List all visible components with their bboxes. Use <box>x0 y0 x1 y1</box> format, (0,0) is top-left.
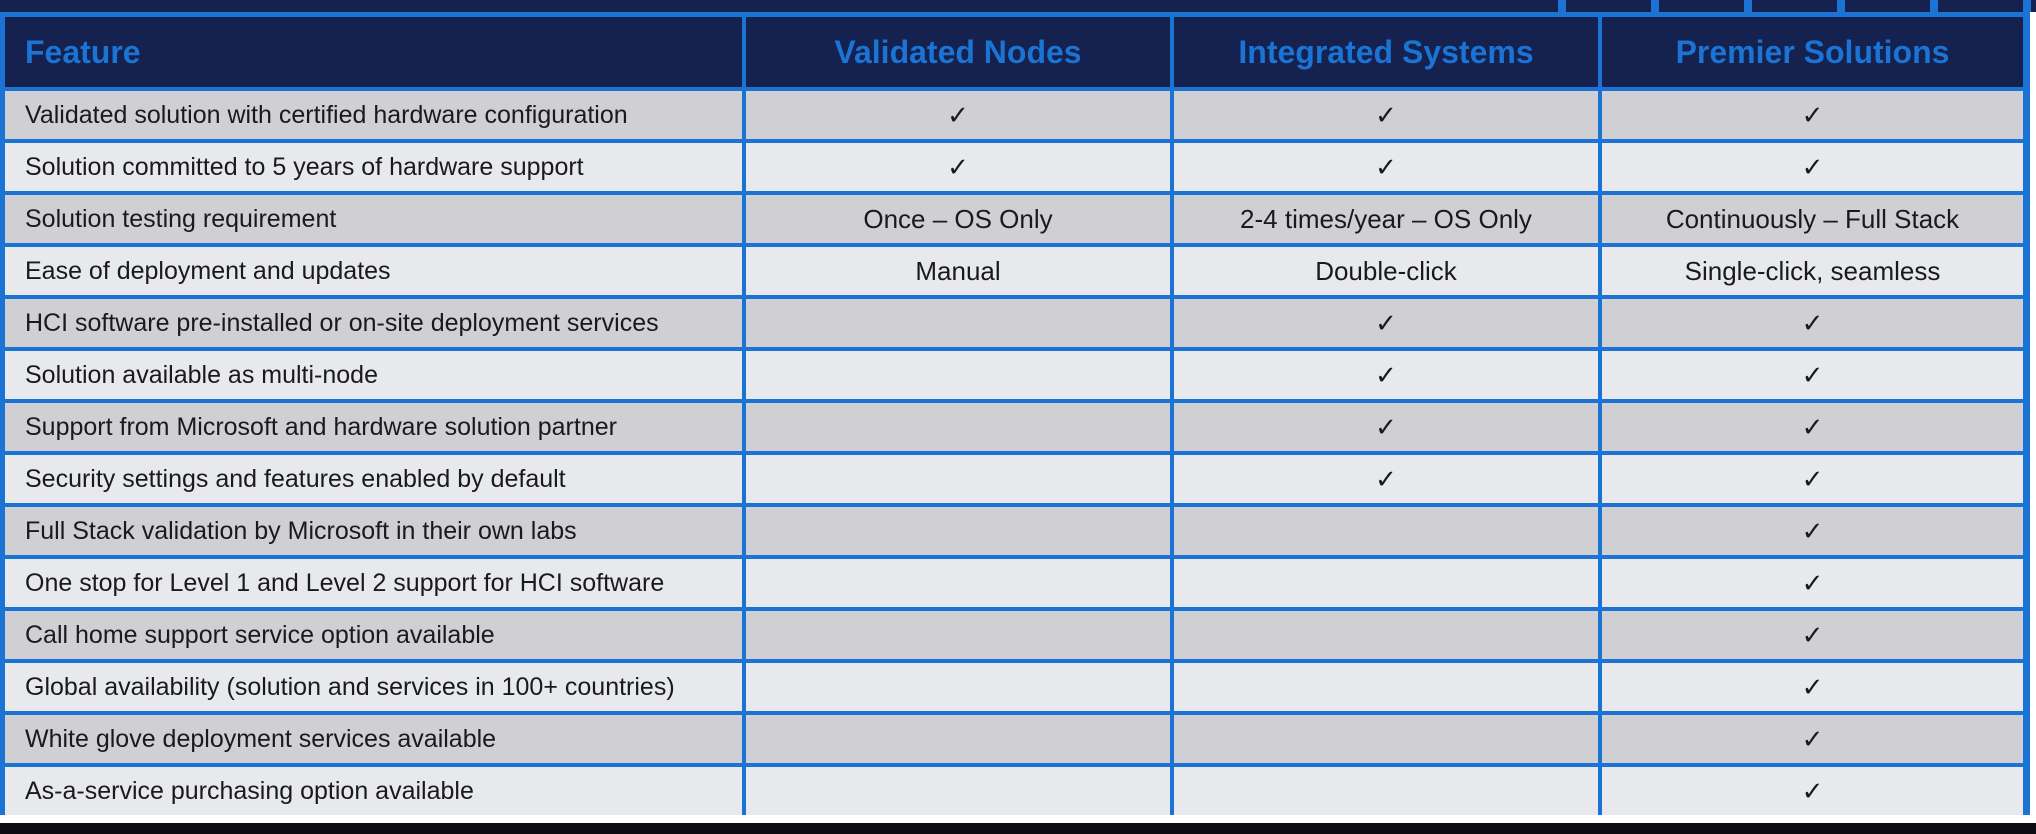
integrated-systems-cell: ✓ <box>1174 351 1598 399</box>
validated-nodes-cell: ✓ <box>746 143 1170 191</box>
premier-solutions-cell: ✓ <box>1602 299 2023 347</box>
feature-cell: Solution available as multi-node <box>5 351 742 399</box>
feature-cell: One stop for Level 1 and Level 2 support… <box>5 559 742 607</box>
column-header-validated-nodes: Validated Nodes <box>746 17 1170 87</box>
premier-solutions-cell: ✓ <box>1602 663 2023 711</box>
validated-nodes-cell <box>746 611 1170 659</box>
feature-cell: Support from Microsoft and hardware solu… <box>5 403 742 451</box>
column-header-premier-solutions: Premier Solutions <box>1602 17 2023 87</box>
integrated-systems-cell: Double-click <box>1174 247 1598 295</box>
validated-nodes-cell: Manual <box>746 247 1170 295</box>
premier-solutions-cell: Continuously – Full Stack <box>1602 195 2023 243</box>
validated-nodes-cell <box>746 455 1170 503</box>
validated-nodes-cell <box>746 299 1170 347</box>
column-divider-tick <box>1930 0 1938 12</box>
feature-cell: White glove deployment services availabl… <box>5 715 742 763</box>
premier-solutions-cell: ✓ <box>1602 767 2023 815</box>
feature-cell: Call home support service option availab… <box>5 611 742 659</box>
integrated-systems-cell: ✓ <box>1174 455 1598 503</box>
integrated-systems-cell: ✓ <box>1174 143 1598 191</box>
validated-nodes-cell <box>746 351 1170 399</box>
comparison-table: Feature Validated Nodes Integrated Syste… <box>0 12 2030 815</box>
integrated-systems-cell: ✓ <box>1174 403 1598 451</box>
premier-solutions-cell: ✓ <box>1602 455 2023 503</box>
validated-nodes-cell <box>746 715 1170 763</box>
validated-nodes-cell <box>746 507 1170 555</box>
integrated-systems-cell: 2-4 times/year – OS Only <box>1174 195 1598 243</box>
feature-cell: HCI software pre-installed or on-site de… <box>5 299 742 347</box>
premier-solutions-cell: ✓ <box>1602 143 2023 191</box>
feature-cell: Solution committed to 5 years of hardwar… <box>5 143 742 191</box>
bottom-bar <box>0 823 2036 834</box>
feature-cell: Global availability (solution and servic… <box>5 663 742 711</box>
feature-cell: Full Stack validation by Microsoft in th… <box>5 507 742 555</box>
integrated-systems-cell <box>1174 507 1598 555</box>
premier-solutions-cell: ✓ <box>1602 91 2023 139</box>
column-header-feature: Feature <box>5 17 742 87</box>
integrated-systems-cell: ✓ <box>1174 91 1598 139</box>
feature-cell: Validated solution with certified hardwa… <box>5 91 742 139</box>
integrated-systems-cell <box>1174 663 1598 711</box>
feature-cell: As-a-service purchasing option available <box>5 767 742 815</box>
validated-nodes-cell <box>746 663 1170 711</box>
premier-solutions-cell: ✓ <box>1602 559 2023 607</box>
clipped-top-row-strip <box>0 0 2036 12</box>
integrated-systems-cell <box>1174 611 1598 659</box>
premier-solutions-cell: ✓ <box>1602 403 2023 451</box>
column-header-integrated-systems: Integrated Systems <box>1174 17 1598 87</box>
integrated-systems-cell: ✓ <box>1174 299 1598 347</box>
validated-nodes-cell: ✓ <box>746 91 1170 139</box>
validated-nodes-cell <box>746 559 1170 607</box>
feature-cell: Ease of deployment and updates <box>5 247 742 295</box>
validated-nodes-cell <box>746 767 1170 815</box>
validated-nodes-cell: Once – OS Only <box>746 195 1170 243</box>
integrated-systems-cell <box>1174 715 1598 763</box>
premier-solutions-cell: ✓ <box>1602 507 2023 555</box>
column-divider-tick <box>2023 0 2031 12</box>
column-divider-tick <box>1558 0 1566 12</box>
premier-solutions-cell: ✓ <box>1602 351 2023 399</box>
feature-cell: Security settings and features enabled b… <box>5 455 742 503</box>
column-divider-tick <box>1837 0 1845 12</box>
column-divider-tick <box>1744 0 1752 12</box>
premier-solutions-cell: ✓ <box>1602 715 2023 763</box>
validated-nodes-cell <box>746 403 1170 451</box>
feature-cell: Solution testing requirement <box>5 195 742 243</box>
integrated-systems-cell <box>1174 559 1598 607</box>
premier-solutions-cell: ✓ <box>1602 611 2023 659</box>
integrated-systems-cell <box>1174 767 1598 815</box>
column-divider-tick <box>1651 0 1659 12</box>
premier-solutions-cell: Single-click, seamless <box>1602 247 2023 295</box>
